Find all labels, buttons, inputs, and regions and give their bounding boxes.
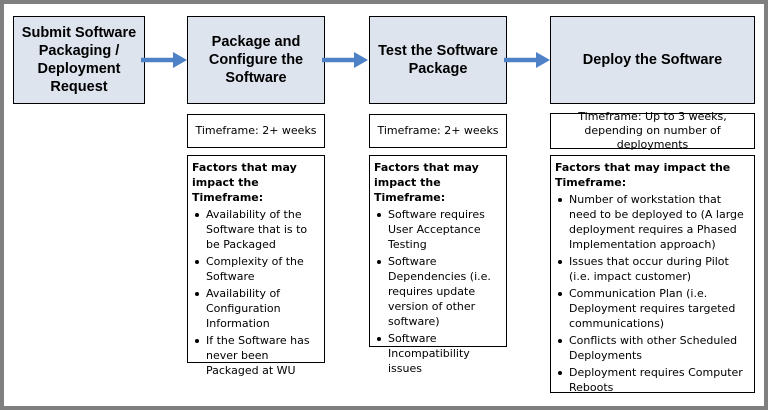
timeframe-text: Timeframe: 2+ weeks <box>195 124 317 137</box>
step-title: Test the Software Package <box>378 43 498 77</box>
factor-item: Communication Plan (i.e. Deployment requ… <box>558 286 750 331</box>
factors-heading: Factors that may impact the Timeframe: <box>555 161 731 189</box>
factor-item: If the Software has never been Packaged … <box>195 333 320 378</box>
factors-list: Software requires User Acceptance Testin… <box>374 207 502 376</box>
factor-item: Availability of the Software that is to … <box>195 207 320 252</box>
factors-heading: Factors that may impact the Timeframe: <box>192 161 297 204</box>
factors-test: Factors that may impact the Timeframe: S… <box>369 155 507 375</box>
step-deploy: Deploy the Software <box>550 16 755 104</box>
step-title: Package and Configure the Software <box>208 34 304 86</box>
timeframe-deploy: Timeframe: Up to 3 weeks, depending on n… <box>550 110 755 151</box>
step-title: Deploy the Software <box>582 52 723 68</box>
factor-item: Software Dependencies (i.e. requires upd… <box>377 254 502 329</box>
arrow-right-icon <box>504 52 550 68</box>
factor-item: Deployment requires Computer Reboots <box>558 365 750 395</box>
factor-item: Issues that occur during Pilot (i.e. imp… <box>558 254 750 284</box>
factors-list: Number of workstation that need to be de… <box>555 192 750 395</box>
factor-item: Complexity of the Software <box>195 254 320 284</box>
step-title: Submit Software Packaging / Deployment R… <box>21 25 137 95</box>
factors-list: Availability of the Software that is to … <box>192 207 320 378</box>
factors-package: Factors that may impact the Timeframe: A… <box>187 155 325 377</box>
arrow-right-icon <box>322 52 368 68</box>
arrow-right-icon <box>141 52 187 68</box>
timeframe-test: Timeframe: 2+ weeks <box>369 114 507 148</box>
factor-item: Number of workstation that need to be de… <box>558 192 750 252</box>
factors-heading: Factors that may impact the Timeframe: <box>374 161 479 204</box>
step-package-configure: Package and Configure the Software <box>187 16 325 104</box>
timeframe-text: Timeframe: 2+ weeks <box>377 124 499 137</box>
step-test-package: Test the Software Package <box>369 16 507 104</box>
factors-deploy: Factors that may impact the Timeframe: N… <box>550 155 755 395</box>
factor-item: Software Incompatibility issues <box>377 331 502 376</box>
timeframe-text: Timeframe: Up to 3 weeks, depending on n… <box>578 110 727 151</box>
step-submit-request: Submit Software Packaging / Deployment R… <box>13 16 145 104</box>
factor-item: Software requires User Acceptance Testin… <box>377 207 502 252</box>
factor-item: Conflicts with other Scheduled Deploymen… <box>558 333 750 363</box>
timeframe-package: Timeframe: 2+ weeks <box>187 114 325 148</box>
factor-item: Availability of Configuration Informatio… <box>195 286 320 331</box>
